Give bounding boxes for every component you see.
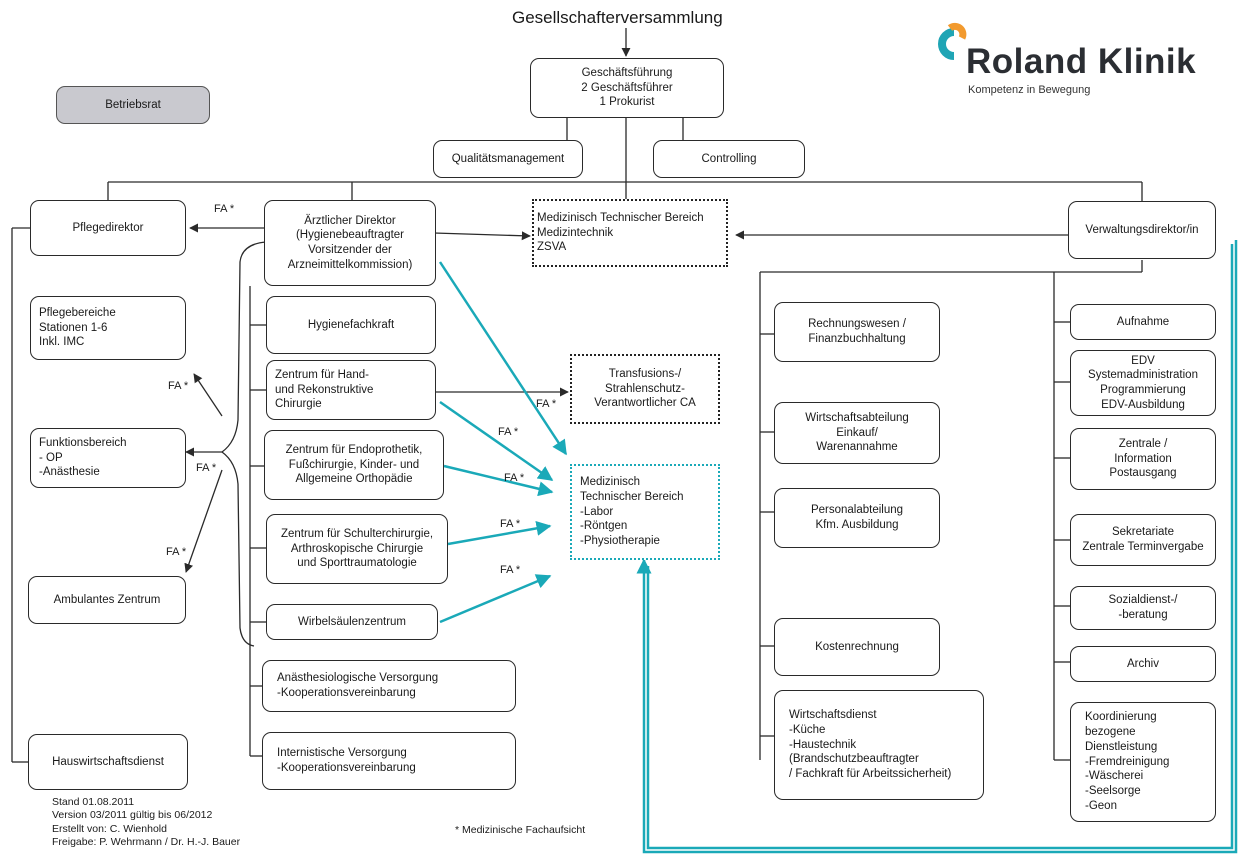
fa-label: FA * (168, 380, 189, 392)
fa-label: FA * (166, 546, 187, 558)
logo-tagline: Kompetenz in Bewegung (968, 84, 1091, 96)
box-controlling: Controlling (653, 140, 805, 178)
box-transfusion-strahlenschutz: Transfusions-/Strahlenschutz-Verantwortl… (570, 354, 720, 424)
box-hauswirtschaftsdienst: Hauswirtschaftsdienst (28, 734, 188, 790)
box-betriebsrat: Betriebsrat (56, 86, 210, 124)
assembly-title: Gesellschafterversammlung (512, 8, 723, 27)
box-internistische-versorgung: Internistische Versorgung-Kooperationsve… (262, 732, 516, 790)
fa-label: FA * (536, 398, 557, 410)
fa-label: FA * (500, 564, 521, 576)
box-sozialdienst: Sozialdienst-/-beratung (1070, 586, 1216, 630)
box-kostenrechnung: Kostenrechnung (774, 618, 940, 676)
box-wirtschaftsdienst: Wirtschaftsdienst-Küche-Haustechnik(Bran… (774, 690, 984, 800)
box-funktionsbereich: Funktionsbereich- OP-Anästhesie (30, 428, 186, 488)
box-hygienefachkraft: Hygienefachkraft (266, 296, 436, 354)
fa-label: FA * (500, 518, 521, 530)
fa-label: FA * (498, 426, 519, 438)
box-zentrum-endoprothetik: Zentrum für Endoprothetik,Fußchirurgie, … (264, 430, 444, 500)
box-anaesthesiologische-versorgung: Anästhesiologische Versorgung-Kooperatio… (262, 660, 516, 712)
box-archiv: Archiv (1070, 646, 1216, 682)
box-rechnungswesen: Rechnungswesen /Finanzbuchhaltung (774, 302, 940, 362)
footnote: * Medizinische Fachaufsicht (455, 824, 586, 836)
box-pflegedirektor: Pflegedirektor (30, 200, 186, 256)
box-qualitaetsmanagement: Qualitätsmanagement (433, 140, 583, 178)
box-aufnahme: Aufnahme (1070, 304, 1216, 340)
box-verwaltungsdirektor: Verwaltungsdirektor/in (1068, 201, 1216, 259)
footer-info: Stand 01.08.2011 Version 03/2011 gültig … (52, 796, 241, 849)
fa-label: FA * (214, 203, 235, 215)
box-wirbelsaeulenzentrum: Wirbelsäulenzentrum (266, 604, 438, 640)
fa-label: FA * (504, 472, 525, 484)
fa-label: FA * (196, 462, 217, 474)
box-zentrum-schulter: Zentrum für Schulterchirurgie,Arthroskop… (266, 514, 448, 584)
logo-name: Roland Klinik (966, 42, 1197, 81)
roland-klinik-logo-icon (938, 22, 967, 60)
box-ambulantes-zentrum: Ambulantes Zentrum (28, 576, 186, 624)
